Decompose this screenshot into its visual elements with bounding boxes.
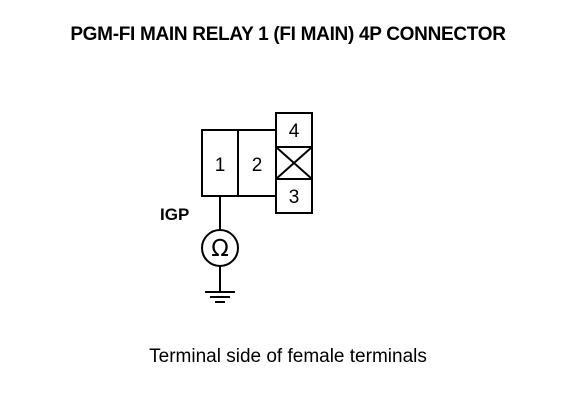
wire-label-igp: IGP [160,205,189,224]
terminal-1-label: 1 [215,155,226,176]
ohm-symbol: Ω [211,236,229,262]
diagram-caption: Terminal side of female terminals [149,346,427,367]
terminal-2-label: 2 [252,155,263,176]
terminal-3-label: 3 [289,187,300,208]
diagram-title: PGM-FI MAIN RELAY 1 (FI MAIN) 4P CONNECT… [70,24,506,45]
terminal-4-label: 4 [289,121,300,142]
blank-cavity-x [275,146,313,180]
terminal-3-cavity [275,178,313,214]
ground-icon [205,291,235,303]
